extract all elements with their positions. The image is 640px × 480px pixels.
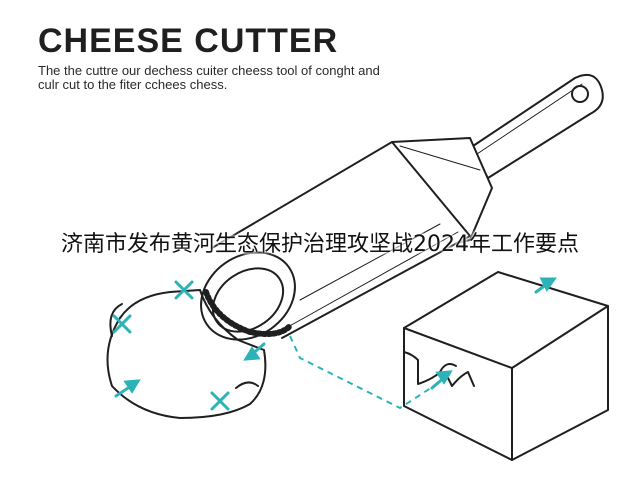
- cross-marker-icon: [112, 314, 132, 334]
- cutter-handle: [469, 74, 604, 179]
- arrow-marker-icon: [243, 342, 266, 361]
- cutter-opening: [200, 251, 296, 341]
- guide-dashed-line: [289, 335, 441, 410]
- diagram-title: CHEESE CUTTER: [38, 22, 339, 60]
- cheese-slice: [106, 289, 267, 419]
- cross-marker-icon: [210, 391, 230, 411]
- arrow-marker-icon: [534, 277, 557, 294]
- arrow-marker-icon: [114, 379, 141, 398]
- overlay-caption: 济南市发布黄河生态保护治理攻坚战2024年工作要点: [61, 232, 579, 257]
- arrow-marker-icon: [430, 370, 453, 390]
- diagram-description: The the cuttre our dechess cuiter cheess…: [38, 63, 380, 92]
- cross-marker-icon: [174, 280, 194, 300]
- cheese-block: [403, 271, 609, 461]
